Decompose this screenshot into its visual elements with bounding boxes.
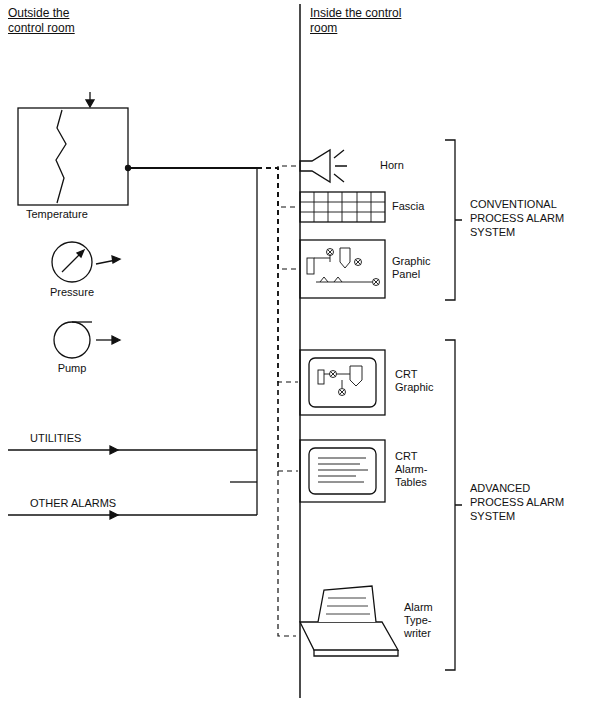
device-label: Alarm Type-writer bbox=[404, 601, 442, 641]
device-label: CRT Alarm-Tables bbox=[395, 450, 439, 490]
device-label: Horn bbox=[380, 159, 440, 172]
crt-graphic-node: CRT Graphic bbox=[300, 350, 385, 415]
tank-symbol bbox=[18, 108, 128, 205]
pump-symbol bbox=[54, 322, 90, 358]
input-label: OTHER ALARMS bbox=[30, 497, 150, 511]
signal-connector bbox=[128, 168, 298, 207]
signal-line bbox=[128, 167, 257, 168]
signal-stub bbox=[230, 481, 257, 482]
gauge-needle-head bbox=[77, 250, 84, 257]
inlet-arrowhead bbox=[86, 100, 94, 107]
crt-mimic bbox=[318, 366, 362, 396]
pump-arrowhead bbox=[112, 336, 120, 344]
fascia-node: Fascia bbox=[300, 192, 385, 222]
signal-line bbox=[128, 167, 257, 168]
signal-connector bbox=[128, 168, 298, 471]
signal-connector bbox=[128, 168, 298, 382]
crt-screen bbox=[309, 358, 376, 407]
section-heading: Inside the control room bbox=[310, 6, 405, 36]
signal-line bbox=[128, 167, 257, 168]
horn-rays bbox=[334, 150, 347, 182]
panel-mimic bbox=[307, 248, 380, 286]
crt-alarm-table-symbol bbox=[300, 440, 385, 502]
tank-node: Temperature bbox=[18, 108, 128, 205]
signal-line bbox=[128, 167, 257, 168]
device-label: Pressure bbox=[37, 286, 107, 299]
horn-symbol bbox=[300, 150, 330, 182]
signal-line bbox=[128, 167, 257, 168]
section-heading: Outside the control room bbox=[8, 6, 103, 36]
graphic-panel-node: Graphic Panel bbox=[300, 240, 385, 298]
pressure-arrowhead bbox=[112, 256, 120, 263]
fascia-grid bbox=[300, 192, 385, 222]
input-label: UTILITIES bbox=[30, 432, 150, 446]
other-alarms-line bbox=[8, 514, 257, 515]
device-label: CRT Graphic bbox=[395, 368, 443, 394]
alarm-typewriter-node: Alarm Type-writer bbox=[298, 585, 398, 657]
bracket bbox=[445, 140, 462, 300]
device-label: Temperature bbox=[26, 208, 126, 221]
graphic-panel-symbol bbox=[300, 240, 385, 298]
system-label: ADVANCED PROCESS ALARM SYSTEM bbox=[470, 482, 585, 523]
utilities-line bbox=[8, 449, 257, 450]
typewriter-paper bbox=[318, 586, 376, 622]
pressure-gauge-symbol bbox=[52, 242, 92, 282]
horn-node: Horn bbox=[298, 148, 348, 184]
signal-line bbox=[128, 167, 257, 168]
device-label: Fascia bbox=[392, 200, 452, 213]
crt-alarm-tables-node: CRT Alarm-Tables bbox=[300, 440, 385, 502]
crt-screen bbox=[309, 448, 376, 494]
device-label: Graphic Panel bbox=[392, 255, 442, 281]
dashed-signal-line bbox=[257, 168, 296, 636]
signal-connector bbox=[128, 168, 298, 269]
bracket bbox=[445, 340, 462, 670]
crt-graphic-symbol bbox=[300, 350, 385, 415]
pump-outlet bbox=[72, 321, 92, 322]
typewriter-base bbox=[314, 650, 398, 656]
device-label: Pump bbox=[37, 362, 107, 375]
signal-connector bbox=[128, 168, 296, 636]
pump-node: Pump bbox=[54, 322, 90, 358]
system-label: CONVENTIONAL PROCESS ALARM SYSTEM bbox=[470, 198, 585, 239]
signal-line bbox=[128, 167, 257, 168]
fascia-symbol bbox=[300, 192, 385, 222]
typewriter-symbol bbox=[300, 622, 398, 650]
utilities-arrowhead bbox=[110, 446, 118, 454]
signal-bus bbox=[256, 168, 257, 515]
paper-lines bbox=[326, 598, 370, 614]
other-alarms-arrowhead bbox=[110, 511, 118, 519]
pressure-gauge-node: Pressure bbox=[52, 242, 92, 282]
tank-level-line bbox=[56, 110, 66, 203]
table-lines bbox=[318, 458, 368, 482]
